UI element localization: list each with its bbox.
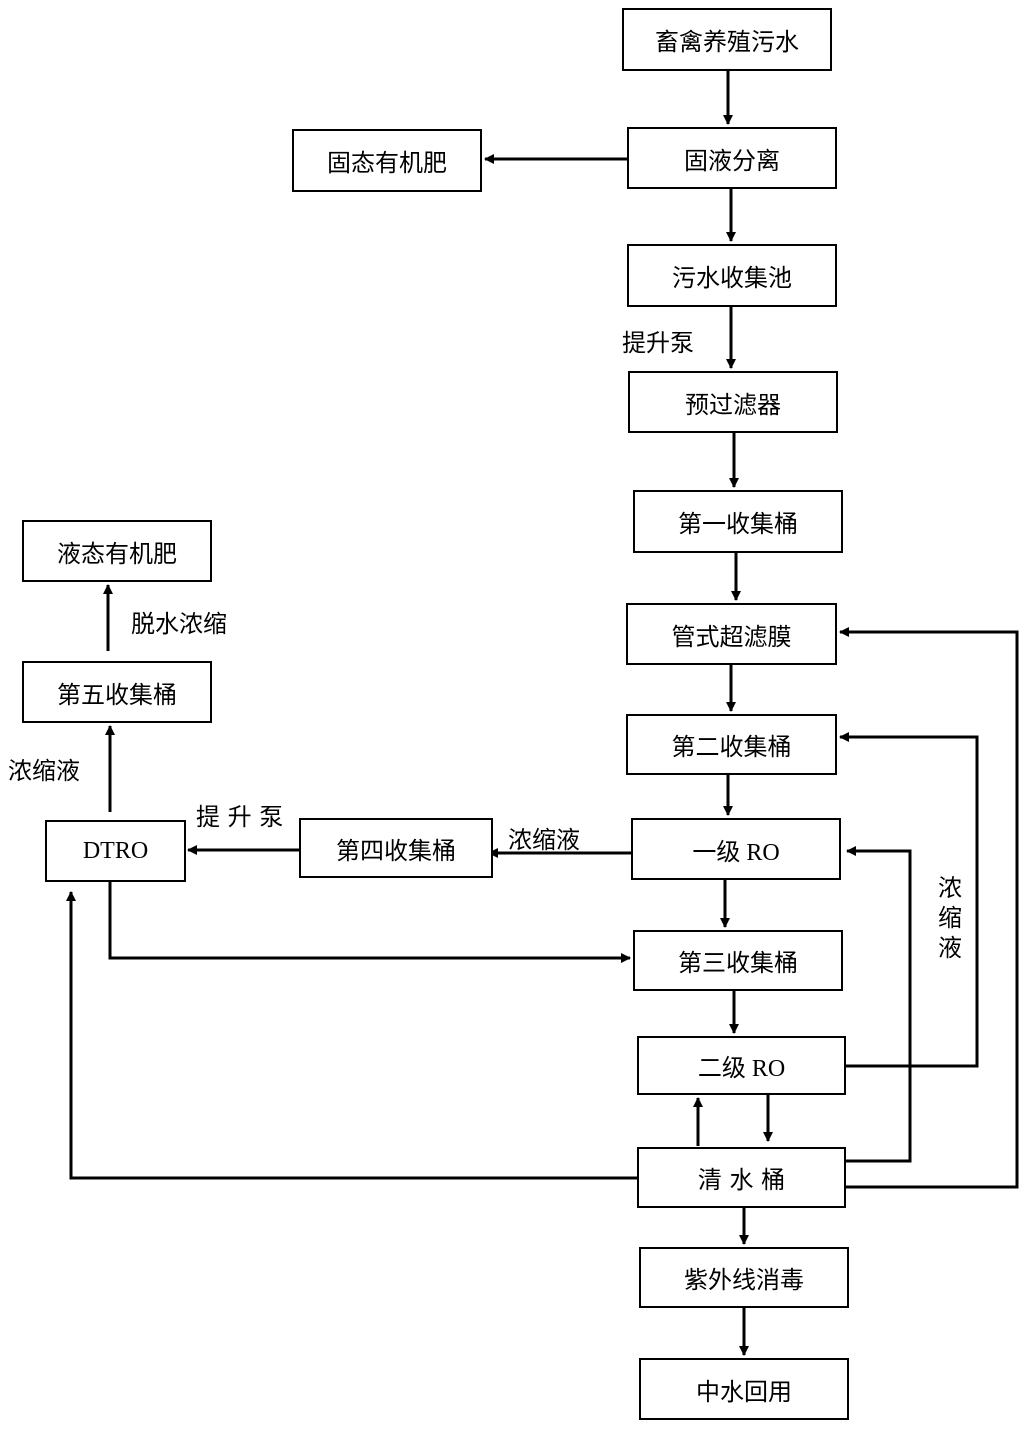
node-wastewater-label: 畜禽养殖污水 <box>655 28 799 56</box>
node-bucket2-label: 第二收集桶 <box>671 733 792 761</box>
node-solid-liquid-separation-label: 固液分离 <box>684 146 780 175</box>
node-prefilter: 预过滤器 <box>628 371 838 433</box>
label-dewater-concentrate: 脱水浓缩 <box>131 610 227 638</box>
label-lift-pump-dtro: 提 升 泵 <box>196 803 284 831</box>
node-clean-water: 清 水 桶 <box>637 1147 846 1208</box>
node-uv: 紫外线消毒 <box>639 1247 849 1308</box>
node-bucket4: 第四收集桶 <box>299 818 493 878</box>
node-ro2: 二级 RO <box>637 1036 846 1095</box>
node-collection-pool-label: 污水收集池 <box>672 264 792 292</box>
node-uv-label: 紫外线消毒 <box>684 1266 804 1294</box>
node-solid-liquid-separation: 固液分离 <box>627 127 837 189</box>
node-liquid-fertilizer-label: 液态有机肥 <box>57 539 177 568</box>
arrow-clean-to-ro1 <box>846 846 912 1163</box>
node-dtro-label: DTRO <box>82 837 149 864</box>
arrow-clean-to-uf <box>839 627 1019 1189</box>
node-bucket3-label: 第三收集桶 <box>678 949 798 977</box>
node-bucket5: 第五收集桶 <box>22 661 212 723</box>
node-bucket5-label: 第五收集桶 <box>57 680 177 709</box>
node-ro1-label: 一级 RO <box>692 839 780 866</box>
node-bucket2: 第二收集桶 <box>626 714 837 775</box>
node-prefilter-label: 预过滤器 <box>685 390 781 419</box>
node-reuse-label: 中水回用 <box>696 1377 792 1406</box>
node-solid-fertilizer-label: 固态有机肥 <box>327 149 447 177</box>
node-dtro: DTRO <box>45 820 186 882</box>
node-ro1: 一级 RO <box>631 818 841 880</box>
arrow-dtro-to-bucket3 <box>108 882 631 963</box>
node-bucket3: 第三收集桶 <box>633 930 843 991</box>
node-bucket1: 第一收集桶 <box>633 490 843 553</box>
node-clean-water-label: 清 水 桶 <box>697 1166 786 1194</box>
label-concentrate-dtro: 浓缩液 <box>8 757 80 785</box>
node-solid-fertilizer: 固态有机肥 <box>292 129 482 192</box>
node-tubular-uf-label: 管式超滤膜 <box>671 622 792 651</box>
label-lift-pump: 提升泵 <box>622 329 694 357</box>
node-liquid-fertilizer: 液态有机肥 <box>22 520 212 582</box>
node-tubular-uf: 管式超滤膜 <box>626 603 837 665</box>
label-concentrate-ro1: 浓缩液 <box>508 826 580 854</box>
node-ro2-label: 二级 RO <box>697 1056 786 1082</box>
node-reuse: 中水回用 <box>639 1358 849 1420</box>
node-bucket1-label: 第一收集桶 <box>678 510 798 538</box>
node-collection-pool: 污水收集池 <box>627 244 837 307</box>
node-wastewater: 畜禽养殖污水 <box>622 8 832 71</box>
label-concentrate-vertical: 浓缩液 <box>938 874 962 962</box>
arrow-clean-to-dtro <box>66 891 637 1180</box>
node-bucket4-label: 第四收集桶 <box>336 836 456 865</box>
